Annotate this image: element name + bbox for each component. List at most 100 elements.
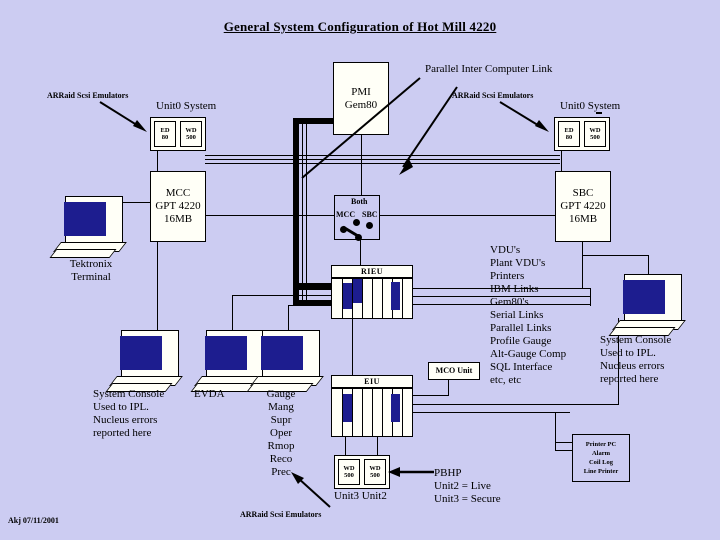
box-mcc[interactable]: MCC GPT 4220 16MB	[150, 171, 206, 242]
rack-card-rieu-2[interactable]	[353, 279, 362, 303]
connector-rieu-left-2v	[288, 305, 289, 337]
pc-tektronix-terminal[interactable]	[49, 196, 127, 260]
connector-sbc-down	[582, 242, 583, 288]
connector-bus-thick-vertical	[293, 118, 299, 306]
connector-printerpc-feed-v	[555, 412, 556, 450]
signature: Akj 07/11/2001	[8, 516, 59, 525]
drive-line2: 80	[161, 134, 169, 141]
drive-wd500-unit2[interactable]: WD 500	[364, 459, 386, 485]
connector-rieu-left-1v	[232, 295, 233, 337]
label-pbhp: PBHP Unit2 = Live Unit3 = Secure	[434, 467, 501, 505]
drives-unit0-left[interactable]: ED 80 WD 500	[150, 117, 206, 151]
box-mco-unit[interactable]: MCO Unit	[428, 362, 480, 380]
monitor-screen	[623, 280, 665, 314]
drive-wd500-right[interactable]: WD 500	[584, 121, 606, 147]
peripheral-item: Gem80's	[490, 296, 529, 308]
drive-ed80-left[interactable]: ED 80	[154, 121, 176, 147]
peripheral-item: Parallel Links	[490, 322, 552, 334]
connector-tektronix-to-mcc	[105, 202, 150, 203]
drive-line1: ED	[564, 126, 574, 134]
box-printer-pc[interactable]: Printer PC Alarm Coil Log Line Printer	[572, 434, 630, 482]
connector-drives-to-mcc	[157, 151, 158, 171]
connector-eiu-down-2	[377, 437, 378, 455]
pc-system-console-right[interactable]	[608, 274, 686, 338]
rack-card-eiu-2[interactable]	[391, 394, 400, 422]
pc-gauge-manager[interactable]	[246, 330, 324, 394]
connector-bus-thick-lower	[293, 300, 341, 306]
peripheral-item: VDU's	[490, 244, 521, 256]
switch-label-both: Both	[351, 197, 368, 206]
rack-eiu-body	[331, 388, 413, 437]
connector-mcc-sbc-1	[205, 155, 560, 156]
switch-contact-bottom[interactable]	[355, 234, 362, 241]
connector-eiu-right-1	[390, 395, 448, 396]
drive-ed80-right[interactable]: ED 80	[558, 121, 580, 147]
connector-pmi-stem	[361, 135, 362, 201]
connector-mcc-sbc-3	[205, 163, 560, 164]
connector-eiu-right-2	[390, 404, 618, 405]
box-sbc[interactable]: SBC GPT 4220 16MB	[555, 171, 611, 242]
drive-line2: 500	[370, 472, 380, 479]
switch-contact-center[interactable]	[353, 219, 360, 226]
label-gauge-stack: Gauge Mang Supr Oper Rmop Reco Prec	[266, 388, 296, 478]
switch-contact-left[interactable]	[340, 226, 347, 233]
monitor-screen	[64, 202, 106, 236]
label-unit0-system-left: Unit0 System	[156, 100, 217, 112]
arrow-link-to-bus	[399, 86, 458, 175]
drive-line1: WD	[589, 126, 601, 134]
rack-rieu-label: RIEU	[360, 267, 383, 276]
connector-rieu-right-2	[390, 296, 590, 297]
arrow-arraid-bottom	[291, 472, 331, 508]
connector-rieu-right-3	[390, 304, 590, 305]
box-pmi-label: PMI Gem80	[344, 85, 378, 111]
peripheral-item: Alt-Gauge Comp	[490, 348, 567, 360]
box-sbc-label: SBC GPT 4220 16MB	[560, 187, 606, 225]
switch-lever[interactable]	[338, 222, 368, 242]
connector-rieu-left-1	[232, 295, 340, 296]
drives-unit3-unit2[interactable]: WD 500 WD 500	[334, 455, 390, 489]
arrow-arraid-left	[99, 101, 147, 132]
box-mcc-label: MCC GPT 4220 16MB	[155, 187, 201, 225]
connector-rieu-right-1v	[590, 288, 591, 306]
connector-mcc-sbc-terminator	[596, 112, 602, 114]
connector-mcc-down	[157, 242, 158, 337]
label-unit3-unit2: Unit3 Unit2	[334, 490, 387, 502]
monitor-screen	[120, 336, 162, 370]
drive-wd500-unit3[interactable]: WD 500	[338, 459, 360, 485]
drive-line2: 80	[565, 134, 573, 141]
drive-line1: ED	[160, 126, 170, 134]
monitor-screen	[205, 336, 247, 370]
drive-line2: 500	[186, 134, 196, 141]
rack-card-rieu-1[interactable]	[343, 283, 352, 309]
box-pmi-gem80[interactable]: PMI Gem80	[333, 62, 389, 135]
connector-sbc-console-h	[582, 255, 648, 256]
rack-eiu[interactable]: EIU	[331, 375, 413, 437]
rack-card-eiu-1[interactable]	[343, 394, 352, 422]
peripheral-item: Printers	[490, 270, 525, 282]
drives-unit0-right[interactable]: ED 80 WD 500	[554, 117, 610, 151]
rack-rieu[interactable]: RIEU	[331, 265, 413, 319]
label-parallel-inter-computer-link: Parallel Inter Computer Link	[425, 63, 553, 75]
label-unit0-system-right: Unit0 System	[560, 100, 621, 112]
arrow-arraid-mid	[499, 101, 549, 132]
drive-line2: 500	[344, 472, 354, 479]
rack-card-rieu-3[interactable]	[391, 282, 400, 310]
connector-rieu-left-2	[288, 305, 340, 306]
drive-line1: WD	[185, 126, 197, 134]
switch-contact-right[interactable]	[366, 222, 373, 229]
pc-evda[interactable]	[190, 330, 268, 394]
switch-label-sbc: SBC	[362, 210, 378, 219]
connector-eiu-right-3	[390, 412, 570, 413]
monitor-screen	[261, 336, 303, 370]
keyboard-base	[49, 249, 117, 258]
peripheral-item: etc, etc	[490, 374, 522, 386]
label-arraid-emulators-left: ARRaid Scsi Emulators	[47, 91, 129, 100]
pc-system-console-left[interactable]	[105, 330, 183, 394]
drive-wd500-left[interactable]: WD 500	[180, 121, 202, 147]
arrow-parallel-link	[301, 77, 421, 179]
connector-rieu-right-1	[390, 288, 590, 289]
drive-line2: 500	[590, 134, 600, 141]
switch-box-both[interactable]	[334, 195, 380, 240]
connector-sbc-console-v	[648, 255, 649, 277]
